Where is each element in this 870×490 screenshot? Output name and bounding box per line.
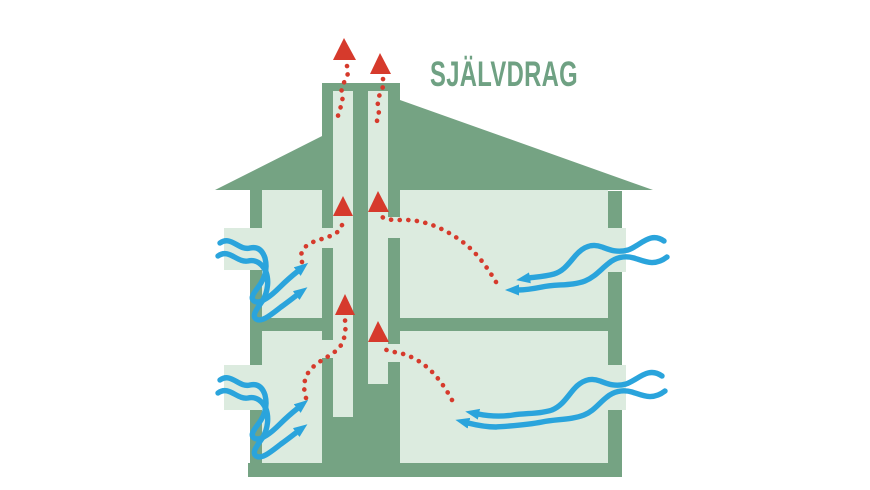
warm-air-trail-upper-right-room: [377, 212, 499, 285]
right-wall-middle: [608, 272, 622, 365]
diagram-title: SJÄLVDRAG: [430, 55, 578, 94]
house-base: [248, 463, 622, 477]
flue-left: [333, 91, 353, 417]
fresh-air-arrows: [215, 234, 670, 460]
warm-air-arrow-upper-left-icon: [333, 196, 353, 216]
floor-slab-left: [262, 318, 322, 331]
left-wall-upper: [250, 190, 262, 228]
floor-slab-right: [400, 318, 608, 331]
warm-air-trail-upper-left-room: [298, 216, 346, 265]
fresh-air-arrow-lower-right-b-icon: [455, 388, 668, 430]
warm-air-trail-lower-right-room: [377, 342, 455, 403]
flue-right: [368, 91, 388, 384]
warm-air-trails: [298, 63, 499, 403]
warm-air-arrows: [333, 38, 391, 342]
warm-air-trail-top-left: [335, 63, 351, 119]
chimney-flues: [322, 91, 400, 417]
flue-left-upper-inlet: [322, 228, 333, 248]
warm-air-trail-lower-left-room: [301, 316, 348, 401]
right-wall-upper: [608, 191, 622, 228]
warm-air-arrow-top-left-icon: [333, 38, 356, 60]
fresh-air-arrow-upper-right-a-icon: [516, 234, 667, 284]
right-wall-lower: [608, 410, 622, 464]
fresh-air-arrow-lower-left-b-icon: [215, 387, 308, 460]
warm-air-arrow-top-right-icon: [370, 53, 391, 74]
warm-air-trail-top-right: [374, 76, 386, 124]
fresh-air-arrow-upper-left-b-icon: [215, 250, 308, 323]
flue-right-upper-inlet: [388, 217, 400, 238]
warm-air-arrow-lower-right-icon: [368, 321, 389, 342]
warm-air-arrow-lower-left-icon: [335, 294, 355, 315]
warm-air-arrow-upper-right-icon: [368, 191, 389, 212]
fresh-air-arrow-lower-right-a-icon: [465, 369, 665, 420]
flue-left-lower-inlet: [322, 340, 333, 358]
fresh-air-arrow-lower-left-a-icon: [217, 375, 309, 442]
fresh-air-arrow-upper-left-a-icon: [217, 238, 309, 305]
house-roof: [215, 93, 653, 190]
fresh-air-arrow-upper-right-b-icon: [505, 254, 670, 296]
